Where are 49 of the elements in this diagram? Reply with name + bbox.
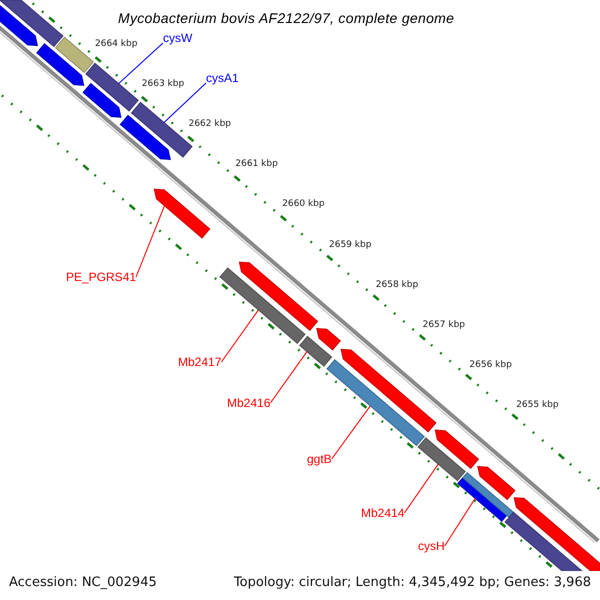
scale-label: 2658 kbp — [376, 280, 418, 290]
scale-label: 2662 kbp — [188, 119, 231, 130]
gene-bar — [54, 36, 94, 74]
gene-bar — [85, 62, 139, 112]
gene-label: Mb2417 — [178, 355, 222, 369]
gene-bar — [340, 348, 437, 432]
gene-bar — [326, 359, 425, 446]
leader-line — [331, 405, 371, 460]
gene-bar — [477, 466, 516, 500]
gene-bar — [299, 336, 332, 367]
scale-label: 2663 kbp — [142, 79, 184, 90]
gene-label: Mb2414 — [361, 506, 404, 520]
footer-text: Topology: circular; Length: 4,345,492 bp; Genes: 3,968 — [234, 575, 591, 590]
scale-label: 2660 kbp — [282, 199, 325, 210]
gene-label: cysA1 — [206, 71, 239, 85]
leader-line — [270, 351, 308, 404]
footer-text: Accession: NC_002945 — [9, 575, 157, 590]
gene-bar — [120, 114, 171, 160]
gene-bar — [238, 262, 318, 331]
leader-line — [164, 82, 206, 123]
chart-title: Mycobacterium bovis AF2122/97, complete genome — [117, 10, 454, 26]
leader-line — [118, 42, 164, 84]
gene-label: ggtB — [307, 452, 332, 466]
gene-bar — [434, 430, 480, 469]
scale-label: 2659 kbp — [329, 240, 372, 250]
gene-bar — [0, 0, 64, 48]
leader-line — [220, 310, 259, 362]
gene-bar — [0, 4, 38, 46]
gene-bar — [462, 472, 514, 518]
scale-label: 2657 kbp — [422, 320, 465, 330]
gene-bar — [154, 188, 210, 239]
scale-label: 2656 kbp — [469, 360, 512, 370]
scale-label: 2655 kbp — [516, 400, 559, 410]
scale-label: 2664 kbp — [95, 39, 138, 49]
gene-bar — [316, 328, 341, 350]
scale-label: 2661 kbp — [235, 159, 278, 170]
gene-label: PE_PGRS41 — [66, 270, 136, 284]
gene-bar — [504, 512, 584, 571]
gene-bar — [82, 82, 122, 118]
leader-line — [404, 464, 439, 514]
gene-bar — [514, 497, 600, 571]
gene-bar — [417, 437, 466, 482]
gene-label: cysH — [418, 539, 445, 553]
gene-bar — [36, 43, 84, 86]
gene-label: Mb2416 — [227, 396, 270, 410]
gene-bar — [219, 267, 306, 344]
leader-line — [136, 205, 165, 278]
gene-label: cysW — [163, 31, 192, 45]
leader-line — [444, 498, 476, 546]
